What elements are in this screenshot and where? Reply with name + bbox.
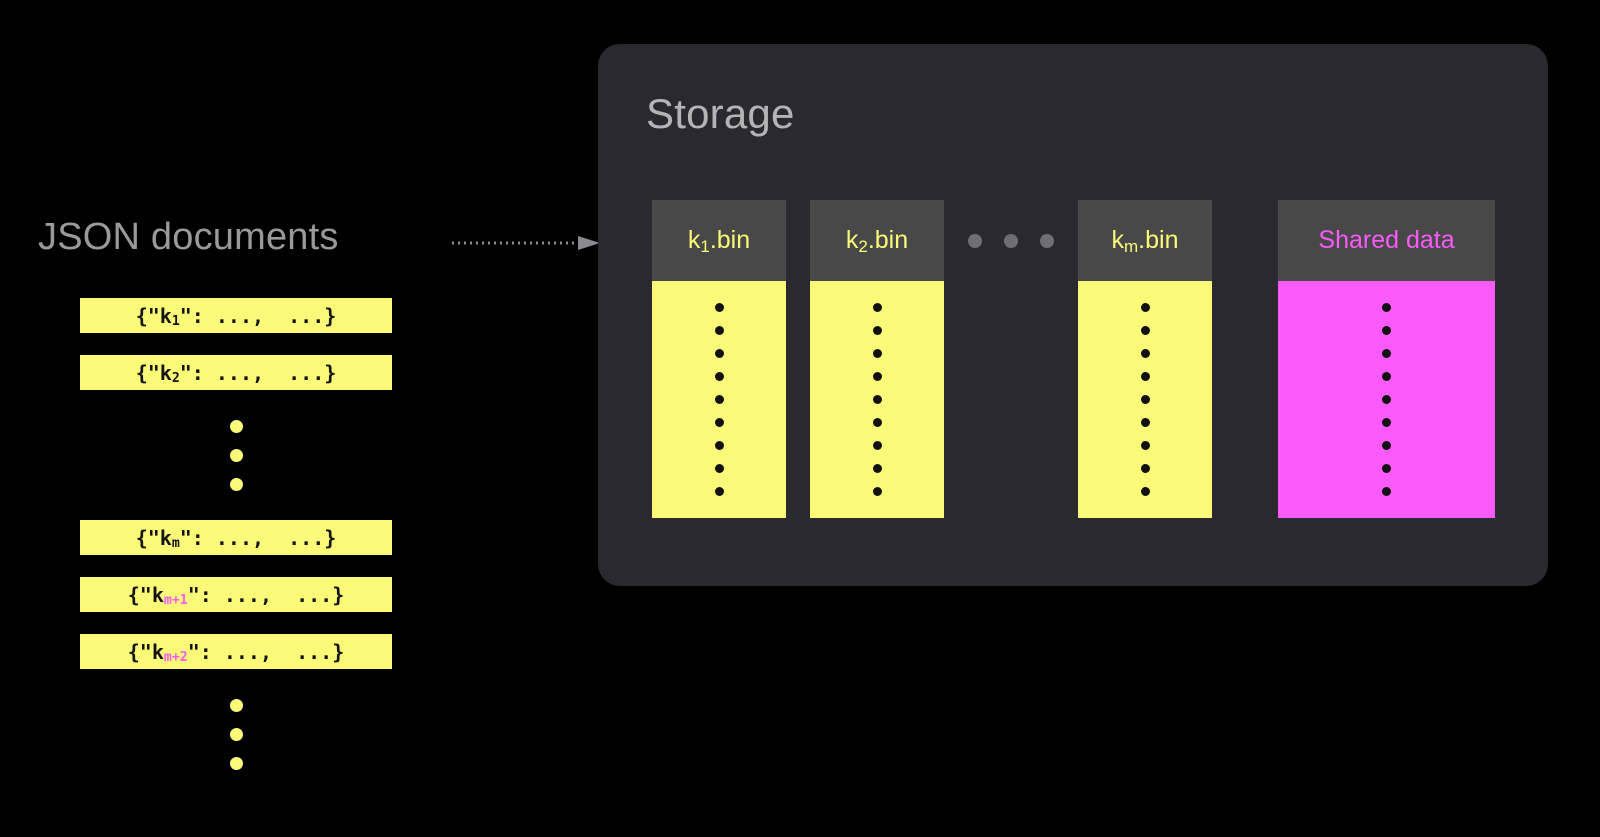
bin-label: k2.bin: [845, 226, 909, 257]
record-dot: [714, 349, 724, 358]
record-dot: [872, 372, 882, 381]
json-document-text: {"km": ..., ...}: [135, 525, 337, 552]
storage-bin-shared-data[interactable]: Shared data: [1278, 200, 1495, 518]
bin-header: k2.bin: [810, 200, 944, 281]
record-dot: [872, 303, 882, 312]
record-dot: [714, 326, 724, 335]
bin-ellipsis-icon: [944, 200, 1078, 281]
record-dot: [714, 395, 724, 404]
ellipsis-dot: [229, 698, 243, 712]
bin-header: k1.bin: [652, 200, 786, 281]
record-dot: [1382, 487, 1391, 496]
record-dot: [1140, 326, 1150, 335]
record-dot: [1382, 464, 1391, 473]
storage-bins-row: k1.bin k2.bin: [652, 200, 1495, 518]
record-dot: [1382, 441, 1391, 450]
record-dot: [872, 464, 882, 473]
json-document-list: {"k1": ..., ...} {"k2": ..., ...} {"km":…: [80, 298, 392, 799]
record-dot: [872, 395, 882, 404]
json-document-bar-highlighted: {"km+2": ..., ...}: [80, 634, 392, 669]
record-dot: [1382, 418, 1391, 427]
ellipsis-dot: [229, 448, 243, 462]
record-dot: [1382, 303, 1391, 312]
record-dot: [714, 303, 724, 312]
storage-panel: Storage k1.bin: [598, 44, 1548, 586]
record-dot: [714, 487, 724, 496]
record-dot: [872, 441, 882, 450]
storage-title: Storage: [646, 90, 795, 137]
storage-bin-k2[interactable]: k2.bin: [810, 200, 944, 518]
record-dot: [1140, 487, 1150, 496]
record-dot: [872, 418, 882, 427]
record-dot: [1140, 349, 1150, 358]
ellipsis-dot: [1004, 233, 1018, 248]
bin-body: [1278, 281, 1495, 518]
bin-label: Shared data: [1318, 226, 1455, 254]
record-dot: [872, 349, 882, 358]
record-dot: [1382, 326, 1391, 335]
json-document-text: {"km+1": ..., ...}: [127, 582, 345, 609]
document-ellipsis-icon: [80, 412, 392, 498]
storage-bin-k1[interactable]: k1.bin: [652, 200, 786, 518]
record-dot: [1140, 395, 1150, 404]
json-document-bar-highlighted: {"km+1": ..., ...}: [80, 577, 392, 612]
ellipsis-dot: [229, 727, 243, 741]
record-dot: [1140, 303, 1150, 312]
record-dot: [1140, 464, 1150, 473]
json-to-storage-arrow-icon: [452, 236, 600, 250]
ellipsis-dot: [229, 756, 243, 770]
bin-header: Shared data: [1278, 200, 1495, 281]
ellipsis-dot: [229, 477, 243, 491]
record-dot: [1382, 349, 1391, 358]
bin-body: [1078, 281, 1212, 518]
record-dot: [872, 326, 882, 335]
json-document-bar: {"k1": ..., ...}: [80, 298, 392, 333]
document-ellipsis-icon: [80, 691, 392, 777]
storage-bin-km[interactable]: km.bin: [1078, 200, 1212, 518]
record-dot: [714, 372, 724, 381]
bin-header: km.bin: [1078, 200, 1212, 281]
json-document-text: {"km+2": ..., ...}: [127, 639, 345, 666]
record-dot: [714, 441, 724, 450]
ellipsis-dot: [229, 419, 243, 433]
record-dot: [1140, 372, 1150, 381]
json-documents-title: JSON documents: [38, 216, 339, 258]
record-dot: [872, 487, 882, 496]
bin-label: km.bin: [1111, 226, 1179, 257]
record-dot: [1382, 372, 1391, 381]
record-dot: [714, 418, 724, 427]
bin-body: [652, 281, 786, 518]
record-dot: [714, 464, 724, 473]
json-document-text: {"k2": ..., ...}: [135, 360, 337, 387]
ellipsis-dot: [968, 233, 982, 248]
record-dot: [1140, 441, 1150, 450]
record-dot: [1140, 418, 1150, 427]
json-document-text: {"k1": ..., ...}: [135, 303, 337, 330]
json-document-bar: {"k2": ..., ...}: [80, 355, 392, 390]
bin-body: [810, 281, 944, 518]
json-document-bar: {"km": ..., ...}: [80, 520, 392, 555]
ellipsis-dot: [1040, 233, 1054, 248]
record-dot: [1382, 395, 1391, 404]
bin-label: k1.bin: [687, 226, 751, 257]
